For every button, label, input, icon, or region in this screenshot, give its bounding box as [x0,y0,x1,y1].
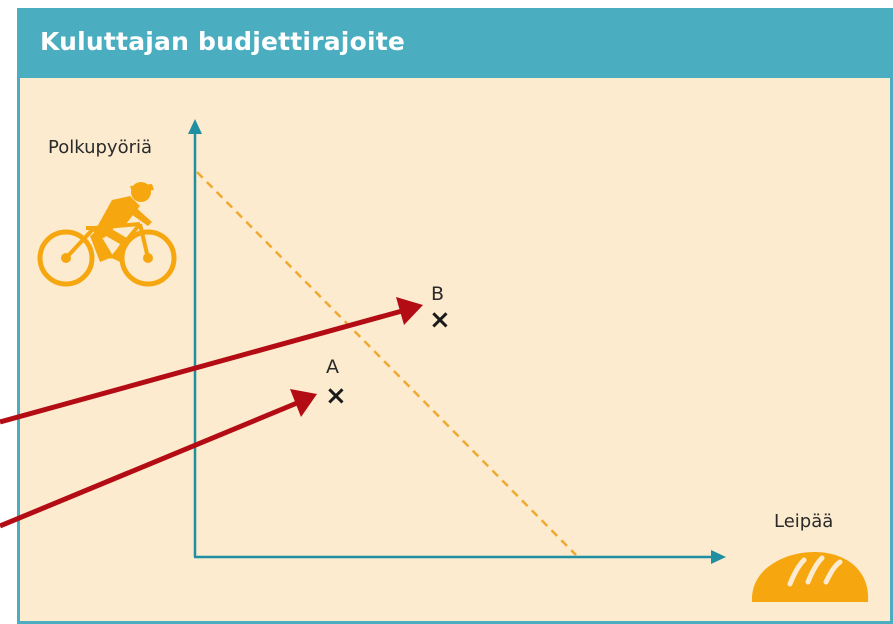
point-b-marker: × [429,305,451,335]
diagram-panel: Kuluttajan budjettirajoite [17,8,893,624]
point-a-marker: × [325,381,347,411]
bread-icon [751,552,869,602]
arrow-to-a [0,389,317,529]
y-axis-arrowhead [188,119,202,134]
x-axis-arrowhead [711,550,726,564]
title-bar: Kuluttajan budjettirajoite [20,11,890,78]
x-axis-label: Leipää [774,511,834,532]
cyclist-icon [37,182,177,287]
y-axis-label: Polkupyöriä [48,137,153,158]
point-b-label: B [431,283,445,305]
arrow-to-b [0,297,423,425]
diagram-title: Kuluttajan budjettirajoite [40,27,406,56]
budget-line [196,171,577,556]
point-a-label: A [326,356,339,378]
